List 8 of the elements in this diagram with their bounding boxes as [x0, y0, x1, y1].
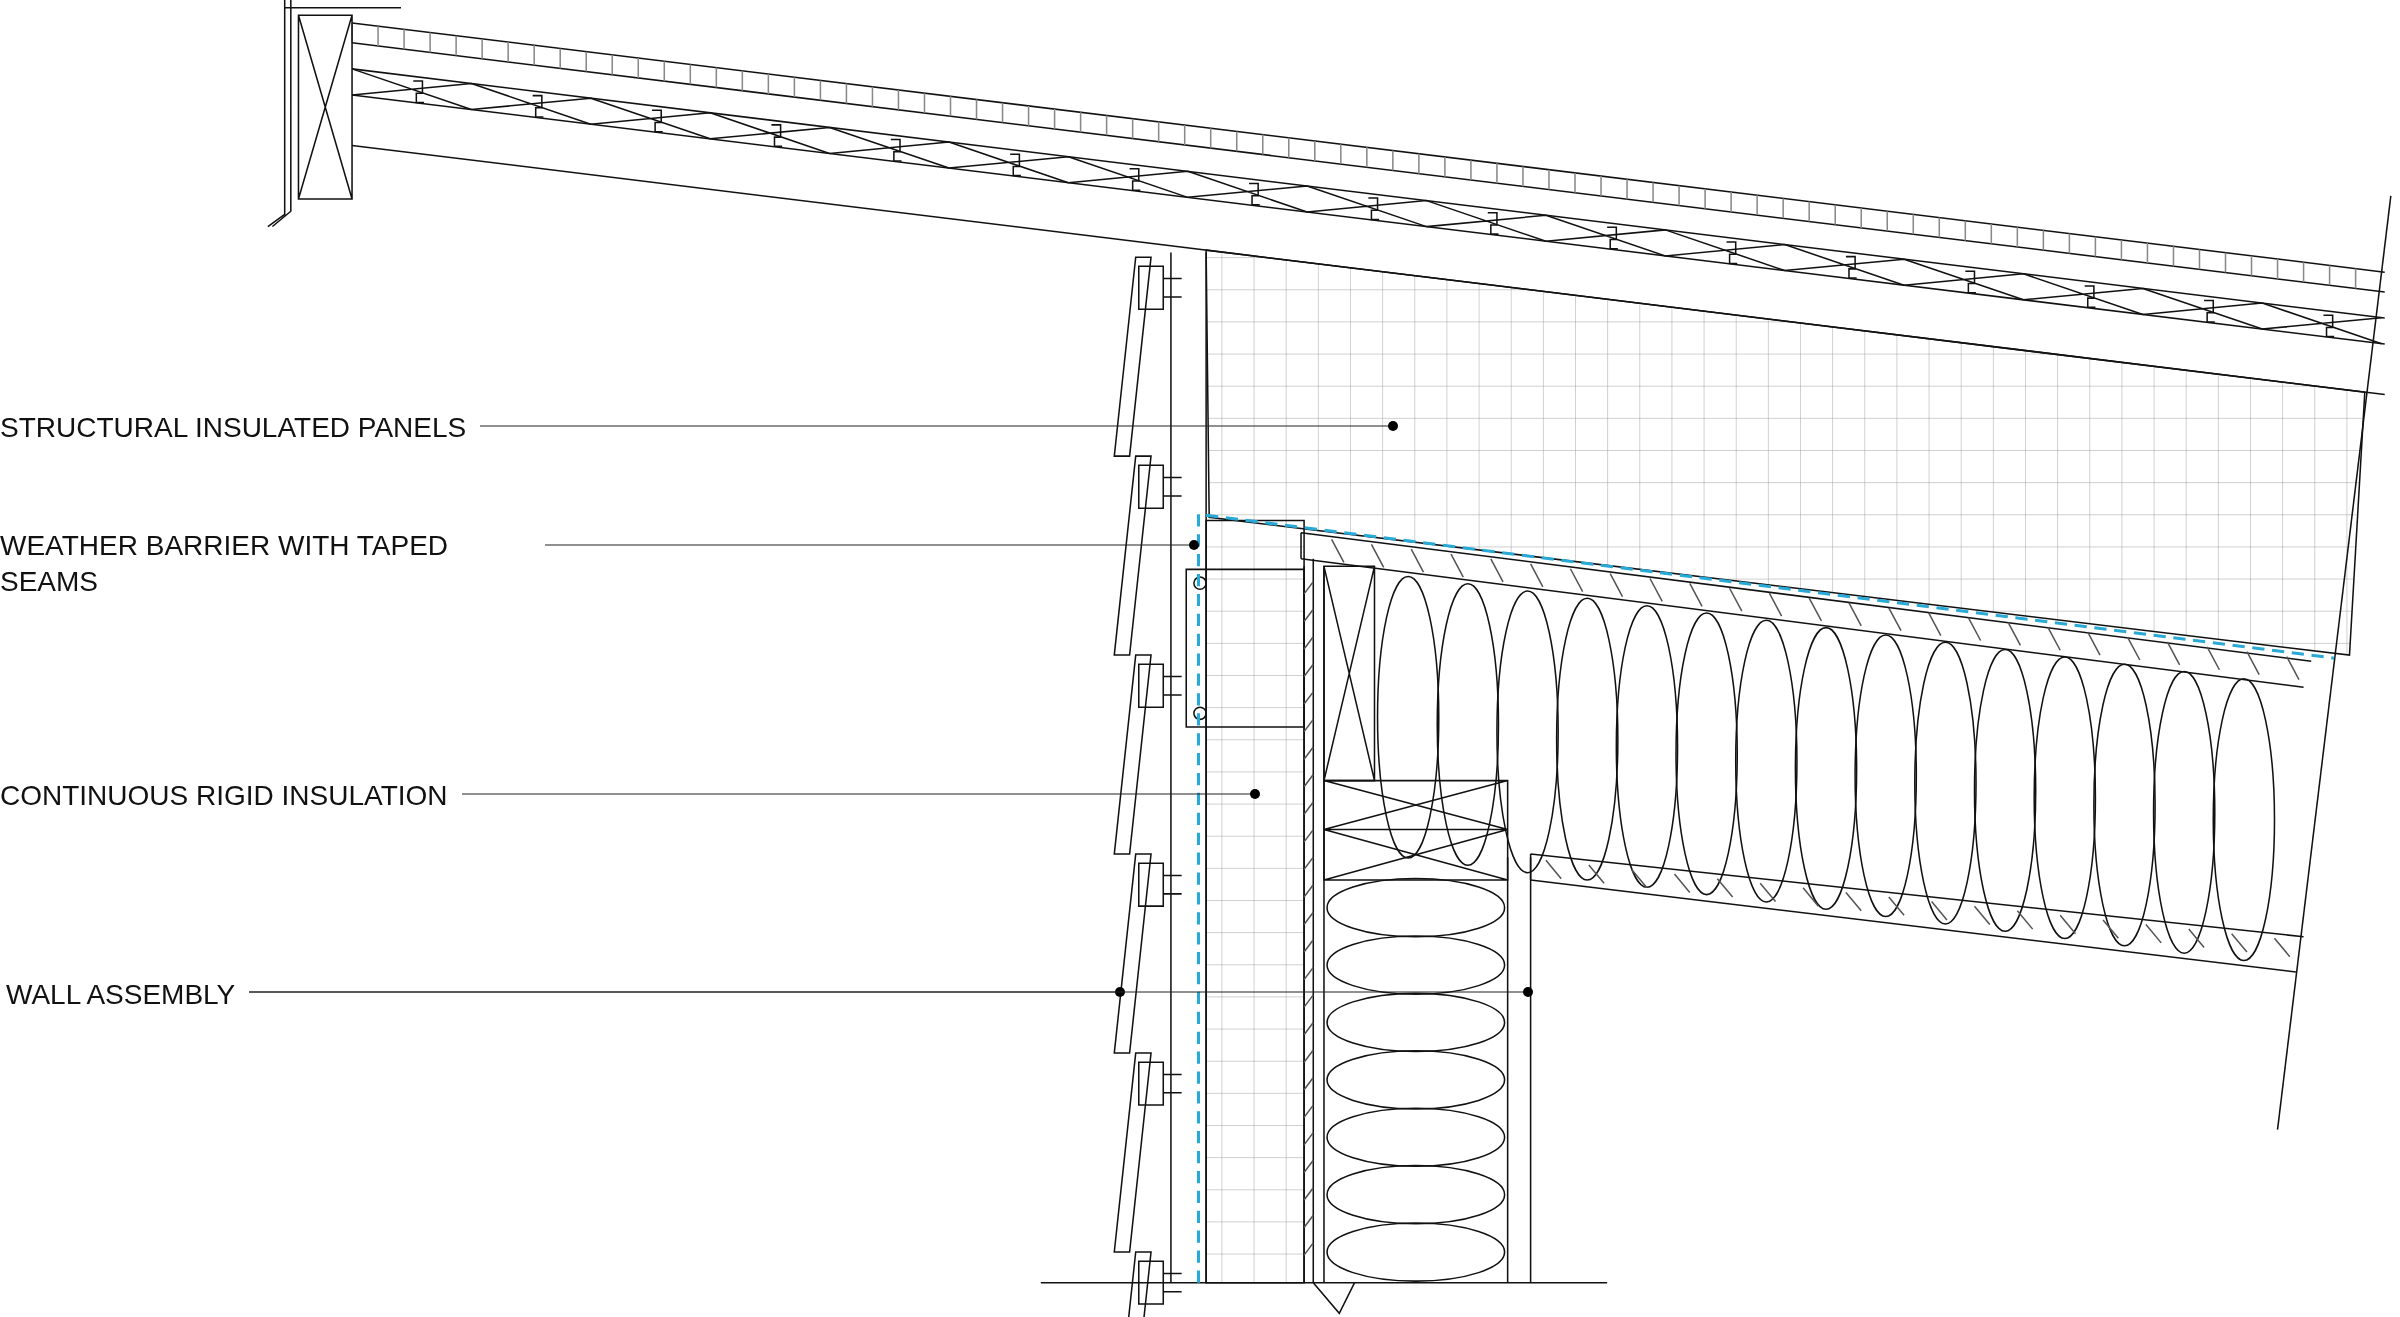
callout-label: WALL ASSEMBLY: [6, 977, 250, 1013]
callout-label: STRUCTURAL INSULATED PANELS: [0, 410, 481, 446]
leader-line: [544, 540, 1199, 550]
callout-label: CONTINUOUS RIGID INSULATION: [0, 778, 462, 814]
callout-label: WEATHER BARRIER WITH TAPED SEAMS: [0, 528, 514, 600]
leader-line: [461, 789, 1260, 799]
leader-line: [248, 987, 1533, 997]
leader-line: [479, 421, 1398, 431]
